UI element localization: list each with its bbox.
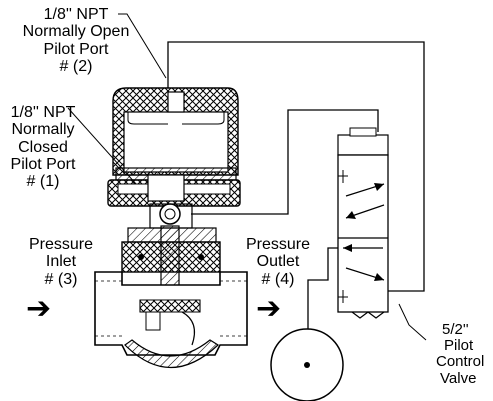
control-valve (337, 127, 427, 341)
inlet-line-2: Inlet (45, 253, 77, 271)
nc-port-line-2: Normally (11, 121, 75, 139)
no-port-line-1: 1/8'' NPT (43, 6, 109, 23)
nc-port-line-4: Pilot Port (10, 155, 76, 173)
inlet-line-1: Pressure (28, 236, 94, 253)
outlet-line-3: # (4) (261, 270, 295, 288)
nc-port-line-5: # (1) (26, 173, 60, 191)
pressure-outlet-label: Pressure Outlet # (4) (236, 236, 320, 288)
nc-port-line-3: Closed (18, 138, 68, 156)
control-line-3: Control (436, 353, 485, 371)
control-line-2: Pilot (444, 337, 474, 355)
inlet-line-3: # (3) (44, 270, 78, 288)
pressure-inlet-label: Pressure Inlet # (3) (16, 236, 106, 288)
outlet-line-1: Pressure (245, 236, 311, 253)
valve-body (94, 271, 248, 368)
no-port-line-4: # (2) (59, 57, 93, 75)
inlet-arrow-icon: ➔ (26, 291, 52, 326)
control-line-4: Valve (440, 369, 477, 387)
outlet-line-2: Outlet (256, 253, 300, 271)
pressure-gauge (270, 328, 344, 401)
normally-open-port-label: 1/8'' NPT Normally Open Pilot Port # (2) (22, 6, 130, 75)
nc-port-line-1: 1/8'' NPT (10, 104, 76, 121)
control-line-1: 5/2'' (442, 322, 469, 338)
normally-closed-port-label: 1/8'' NPT Normally Closed Pilot Port # (… (2, 104, 84, 190)
control-valve-label: 5/2'' Pilot Control Valve (424, 322, 493, 387)
no-port-line-2: Normally Open (22, 23, 130, 41)
no-port-line-3: Pilot Port (43, 40, 109, 58)
pilot-tubing (167, 41, 425, 336)
outlet-arrow-icon: ➔ (256, 291, 282, 326)
actuator (107, 87, 241, 229)
